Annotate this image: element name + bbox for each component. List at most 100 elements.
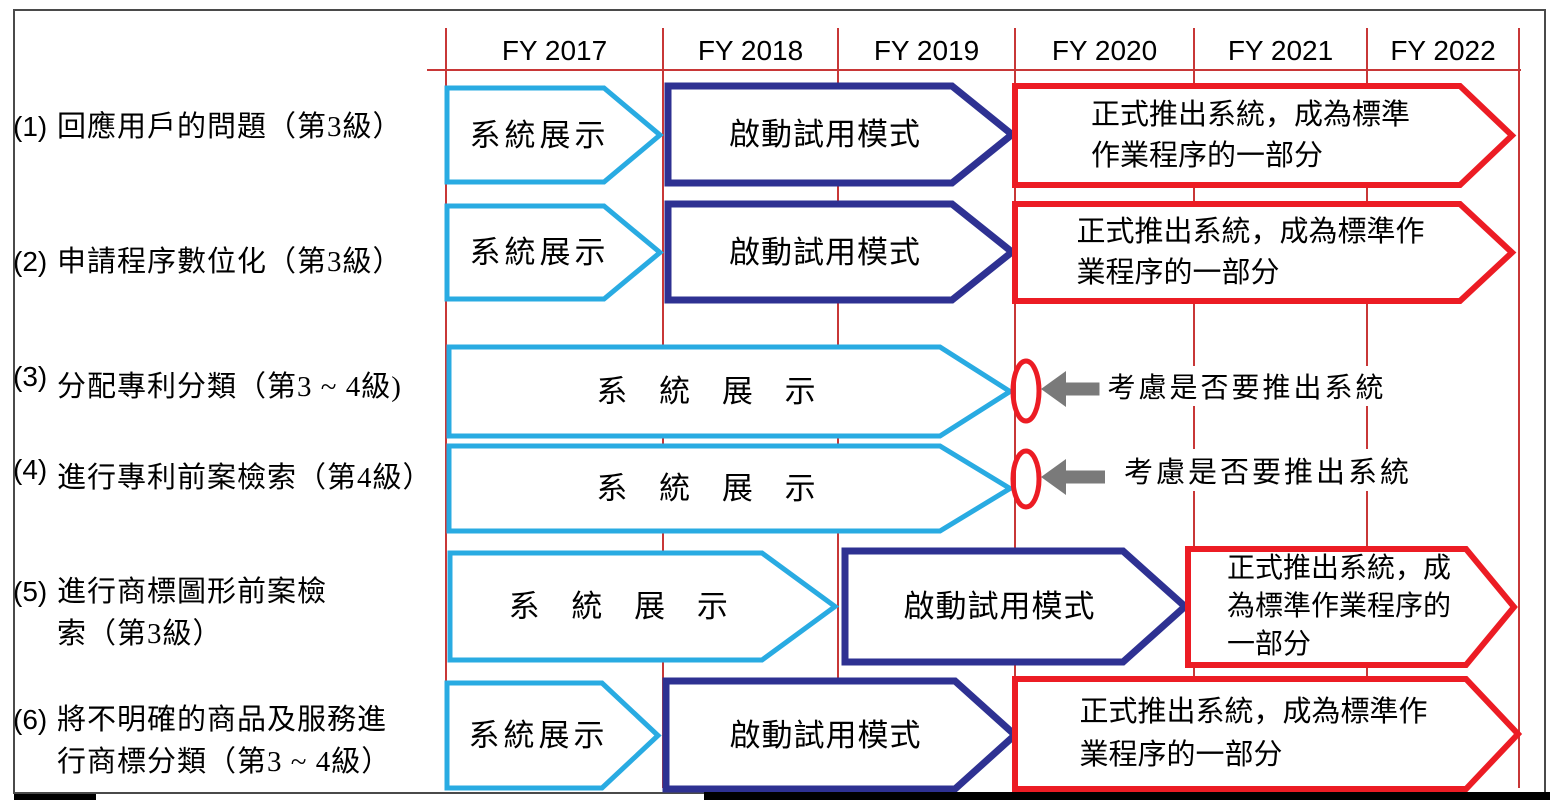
phase-arrow-text: 系統展示 — [470, 116, 610, 155]
phase-arrow-navy-row5 — [841, 547, 1191, 666]
phase-arrow-textbox: 系統展示 — [447, 683, 630, 788]
phase-arrow-shape — [1012, 676, 1523, 792]
phase-arrow-text-line: 正式推出系統，成為標準作 — [1079, 696, 1428, 728]
phase-arrow-text-line: 系 統 展 示 — [596, 471, 828, 506]
row-label-line: 進行商標圖形前案檢 — [57, 576, 328, 608]
phase-arrow-text: 啟動試用模式 — [730, 716, 922, 755]
phase-arrow-shape — [1185, 546, 1518, 668]
decision-ellipse-shape — [1010, 448, 1042, 510]
phase-arrow-red-row2 — [1012, 201, 1517, 304]
phase-arrow-shape — [662, 677, 1021, 793]
phase-arrow-red-row6 — [1012, 676, 1523, 792]
phase-arrow-text: 正式推出系統，成為標準作業程序的一部分 — [1091, 95, 1410, 177]
phase-arrow-text: 系統展示 — [470, 233, 610, 272]
phase-arrow-navy-row6 — [662, 677, 1021, 793]
phase-arrow-text: 系統展示 — [469, 716, 609, 755]
phase-arrow-shape — [664, 200, 1018, 304]
fy-gridline-7 — [1518, 28, 1520, 788]
fy-gridline-5 — [1193, 28, 1195, 788]
phase-arrow-text: 正式推出系統，成為標準作業程序的一部分 — [1227, 550, 1451, 664]
consider-note-text: 考慮是否要推出系統 — [1099, 366, 1395, 406]
header-fy-label: FY 2018 — [697, 35, 804, 66]
phase-arrow-shape — [446, 344, 1015, 439]
phase-arrow-text: 系 統 展 示 — [509, 587, 740, 626]
row-number: (2) — [13, 246, 48, 277]
phase-arrow-text-line: 正式推出系統，成為標準作 — [1076, 215, 1425, 248]
phase-arrow-shape — [664, 82, 1018, 187]
row-label-line: 將不明確的商品及服務進 — [57, 704, 388, 736]
phase-arrow-text: 啟動試用模式 — [904, 587, 1096, 626]
row-label-line: 回應用戶的問題（第3級） — [57, 111, 403, 143]
phase-arrow-text: 正式推出系統，成為標準作業程序的一部分 — [1076, 212, 1424, 294]
phase-arrow-text: 系 統 展 示 — [596, 372, 827, 411]
phase-arrow-cyan-row6 — [444, 680, 662, 791]
phase-arrow-textbox: 啟動試用模式 — [668, 204, 982, 300]
fy-gridline-6 — [1366, 28, 1368, 788]
phase-arrow-shape — [444, 680, 662, 791]
fy-gridline-1 — [445, 28, 447, 788]
bottom-black-bar-1 — [14, 794, 96, 800]
decision-ellipse-row4 — [1010, 448, 1042, 510]
phase-arrow-textbox: 系 統 展 示 — [449, 347, 975, 436]
row-number: (5) — [13, 576, 48, 607]
phase-arrow-text-line: 為標準作業程序的 — [1226, 591, 1451, 622]
consider-note-text: 考慮是否要推出系統 — [1115, 449, 1421, 491]
phase-arrow-text-line: 啟動試用模式 — [729, 117, 921, 152]
phase-arrow-navy-row1 — [664, 82, 1018, 187]
phase-arrow-text-line: 啟動試用模式 — [729, 717, 922, 753]
phase-arrow-textbox: 啟動試用模式 — [668, 86, 982, 183]
phase-arrow-cyan-row2 — [444, 203, 664, 302]
phase-arrow-textbox: 正式推出系統，成為標準作業程序的一部分 — [1015, 679, 1492, 789]
phase-arrow-red-row1 — [1012, 83, 1517, 188]
row-number: (1) — [13, 111, 48, 142]
left-arrow-icon-row3 — [1041, 371, 1105, 407]
phase-arrow-text-line: 正式推出系統，成 — [1226, 553, 1451, 584]
phase-arrow-cyan-row3 — [446, 344, 1015, 439]
phase-arrow-shape — [1012, 83, 1517, 188]
phase-arrow-text-line: 正式推出系統，成為標準 — [1090, 98, 1410, 131]
phase-arrow-text-line: 系統展示 — [469, 117, 610, 153]
phase-arrow-textbox: 系 統 展 示 — [449, 446, 975, 531]
row-number: (6) — [13, 704, 48, 735]
header-fy-label: FY 2019 — [873, 35, 980, 66]
phase-arrow-text: 系 統 展 示 — [596, 469, 827, 508]
header-underline — [427, 69, 1521, 71]
phase-arrow-text-line: 一部分 — [1226, 629, 1311, 660]
decision-ellipse-row3 — [1010, 358, 1042, 424]
phase-arrow-cyan-row4 — [446, 443, 1015, 534]
phase-arrow-textbox: 啟動試用模式 — [666, 681, 985, 789]
row-number: (4) — [13, 454, 48, 485]
phase-arrow-textbox: 系統展示 — [447, 206, 632, 299]
phase-arrow-shape — [447, 550, 840, 663]
phase-arrow-shape — [446, 443, 1015, 534]
phase-arrow-text-line: 系統展示 — [469, 235, 610, 270]
phase-arrow-text-line: 業程序的一部分 — [1076, 256, 1280, 289]
bottom-black-bar-2 — [704, 792, 1550, 800]
phase-arrow-shape — [1012, 201, 1517, 304]
header-fy-label: FY 2020 — [1051, 35, 1158, 66]
row-number: (3) — [13, 361, 48, 392]
row-label-line: 申請程序數位化（第3級） — [57, 246, 403, 278]
phase-arrow-shape — [444, 203, 664, 302]
left-arrow-shape — [1041, 371, 1105, 407]
phase-arrow-text: 正式推出系統，成為標準作業程序的一部分 — [1079, 691, 1427, 777]
phase-arrow-navy-row2 — [664, 200, 1018, 304]
phase-arrow-textbox: 啟動試用模式 — [845, 551, 1154, 662]
phase-arrow-text-line: 啟動試用模式 — [729, 234, 921, 270]
phase-arrow-red-row5 — [1185, 546, 1518, 668]
phase-arrow-text-line: 作業程序的一部分 — [1090, 139, 1323, 172]
row-label-line: 進行專利前案檢索（第4級） — [57, 462, 433, 494]
row-label-line: 分配專利分類（第3 ~ 4級) — [57, 371, 402, 403]
phase-arrow-textbox: 系統展示 — [447, 88, 632, 182]
phase-arrow-text-line: 系 統 展 示 — [508, 589, 740, 624]
header-fy-label: FY 2017 — [501, 35, 608, 66]
phase-arrow-textbox: 正式推出系統，成為標準作業程序的一部分 — [1015, 86, 1486, 185]
phase-arrow-text: 啟動試用模式 — [729, 115, 921, 154]
left-arrow-shape — [1041, 459, 1105, 495]
header-fy-label: FY 2021 — [1227, 35, 1334, 66]
phase-arrow-shape — [841, 547, 1191, 666]
decision-ellipse-shape — [1010, 358, 1042, 424]
phase-arrow-textbox: 正式推出系統，成為標準作業程序的一部分 — [1188, 549, 1490, 665]
phase-arrow-textbox: 正式推出系統，成為標準作業程序的一部分 — [1015, 204, 1486, 301]
